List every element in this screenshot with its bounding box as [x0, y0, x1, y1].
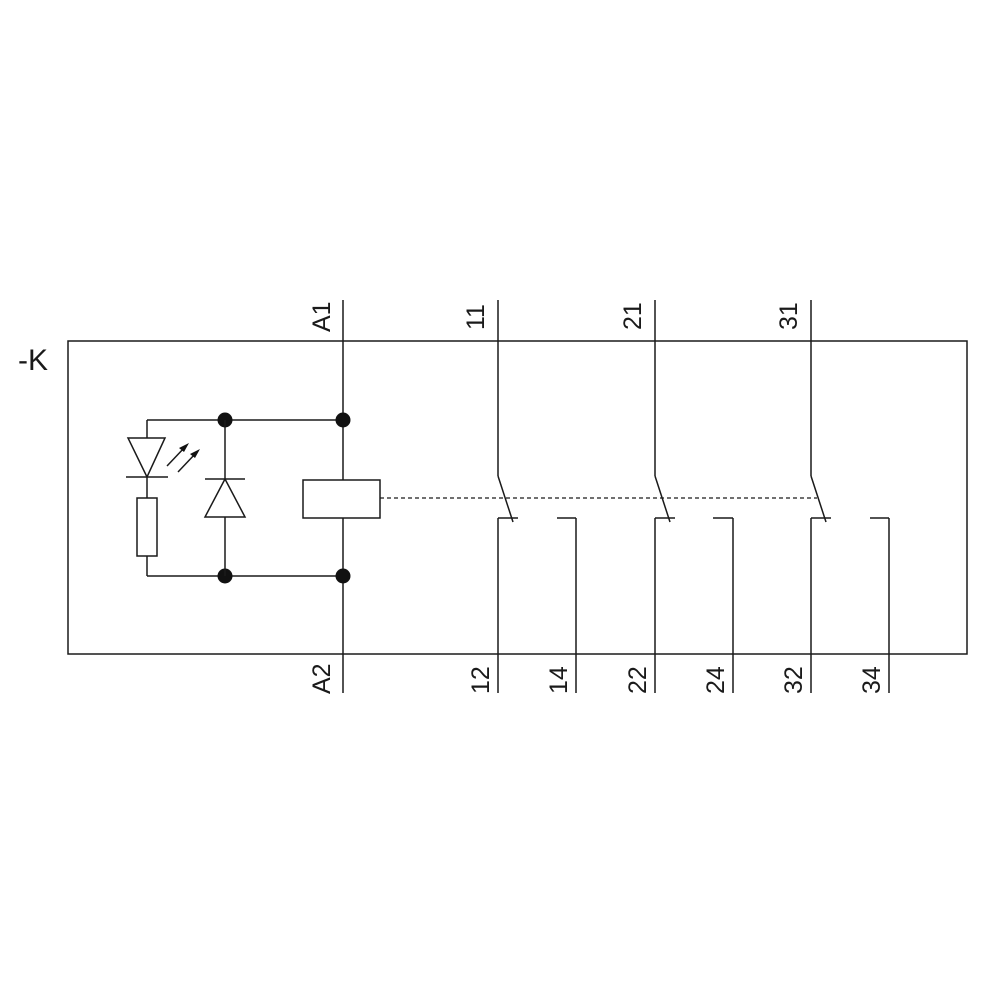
relay-coil	[302, 479, 381, 519]
terminal-label-22: 22	[624, 666, 652, 694]
resistor-icon	[136, 497, 158, 557]
terminal-label-a2: A2	[308, 663, 336, 694]
light-emission-arrows-icon	[166, 443, 200, 473]
device-enclosure	[67, 340, 968, 655]
coil-circuit	[147, 300, 381, 693]
terminal-label-31: 31	[775, 302, 803, 330]
terminal-label-24: 24	[702, 666, 730, 694]
changeover-contact-2	[654, 300, 734, 693]
terminal-label-14: 14	[545, 666, 573, 694]
terminal-label-34: 34	[858, 666, 886, 694]
device-designation: -K	[18, 344, 48, 377]
changeover-contact-3	[810, 300, 890, 693]
junction-dot	[335, 568, 351, 584]
diode-icon	[203, 477, 247, 518]
terminal-label-a1: A1	[308, 301, 336, 332]
led-icon	[126, 437, 167, 479]
terminal-label-21: 21	[619, 302, 647, 330]
terminal-label-11: 11	[462, 304, 490, 330]
changeover-contact-1	[497, 300, 577, 693]
led-branch	[126, 420, 200, 576]
terminal-label-32: 32	[780, 666, 808, 694]
terminal-label-12: 12	[467, 666, 495, 694]
junction-dot	[335, 412, 351, 428]
diode-branch	[203, 420, 247, 576]
